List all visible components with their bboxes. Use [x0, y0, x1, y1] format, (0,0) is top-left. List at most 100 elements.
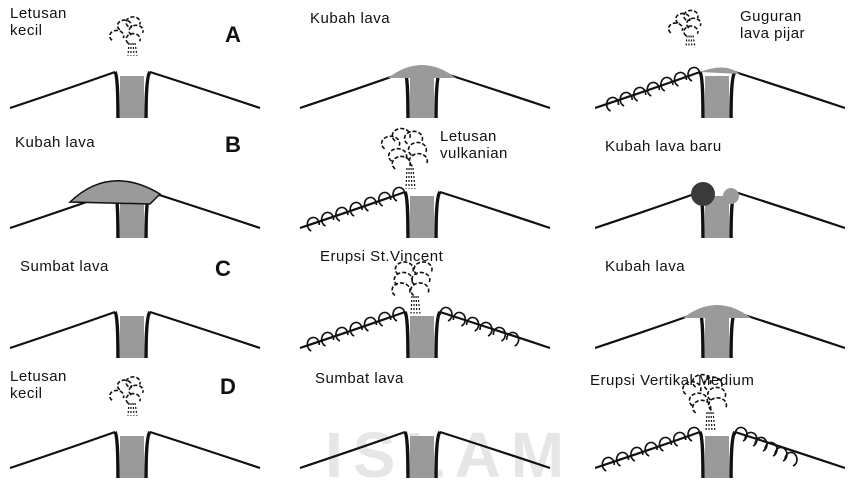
panel-label: Kubah lava [310, 10, 390, 28]
conduit-wall-right [436, 432, 440, 478]
conduit-wall-left [405, 432, 408, 478]
volcano-left-slope [10, 312, 115, 348]
conduit-wall-left [405, 192, 408, 238]
volcano-right-slope [150, 72, 260, 108]
magma-conduit [120, 436, 144, 478]
lava-dome-shape [683, 305, 751, 318]
panel-label: Erupsi Vertikal Medium [590, 372, 754, 390]
lava-dome-shape [388, 65, 456, 78]
magma-conduit [705, 76, 729, 118]
magma-conduit [120, 76, 144, 118]
new-dome-shape [691, 182, 715, 206]
magma-conduit [120, 316, 144, 358]
ash-column [411, 168, 412, 189]
panel-small-eruption [10, 17, 260, 118]
volcano-right-slope [735, 72, 845, 108]
ash-puff [689, 393, 707, 406]
volcano-right-slope [735, 192, 845, 228]
ash-column [128, 43, 129, 56]
row-letter-b: B [225, 132, 241, 158]
volcano-right-slope [735, 432, 845, 468]
conduit-wall-left [115, 72, 118, 118]
volcano-left-slope [10, 432, 115, 468]
conduit-wall-left [115, 432, 118, 478]
conduit-wall-left [405, 312, 408, 358]
conduit-wall-left [405, 72, 408, 118]
panel-label: Guguran [740, 8, 802, 26]
ash-column [411, 296, 412, 314]
volcano-left-slope [595, 432, 700, 468]
pyroclastic-flow [493, 327, 505, 341]
conduit-wall-left [115, 312, 118, 358]
panel-lava-dome [595, 305, 845, 358]
panel-medium-vertical-eruption [595, 375, 845, 478]
ash-puff [392, 156, 410, 169]
panel-large-lava-dome [10, 181, 260, 238]
conduit-wall-right [731, 72, 735, 118]
conduit-wall-right [731, 432, 735, 478]
ash-puff [409, 154, 427, 167]
row-letter-c: C [215, 256, 231, 282]
ash-puff [110, 390, 124, 400]
ash-column [406, 168, 407, 189]
ash-puff [684, 10, 698, 20]
volcano-right-slope [440, 432, 550, 468]
volcano-left-slope [300, 432, 405, 468]
magma-conduit [410, 76, 434, 118]
volcano-left-slope [595, 192, 700, 228]
magma-conduit [410, 436, 434, 478]
panel-label: Letusan [10, 368, 67, 386]
panel-st-vincent-eruption [300, 262, 550, 358]
diagram-canvas [0, 0, 854, 482]
panel-label: Kubah lava baru [605, 138, 722, 156]
panel-glowing-lava-avalanche [595, 10, 845, 118]
old-dome-shape [723, 188, 739, 204]
panel-label: Sumbat lava [315, 370, 404, 388]
ash-column [686, 36, 687, 48]
volcano-right-slope [735, 312, 845, 348]
conduit-wall-right [436, 72, 440, 118]
volcano-right-slope [150, 432, 260, 468]
conduit-wall-left [700, 72, 703, 118]
panel-label: Kubah lava [605, 258, 685, 276]
panel-lava-plug [10, 312, 260, 358]
magma-conduit [410, 196, 434, 238]
magma-conduit [705, 436, 729, 478]
conduit-wall-right [146, 432, 150, 478]
ash-column [693, 36, 695, 48]
panel-vulcanian-eruption [300, 129, 550, 238]
lava-dome-shape [70, 181, 160, 204]
panel-label: Erupsi St.Vincent [320, 248, 443, 266]
ash-puff [408, 142, 426, 155]
conduit-wall-right [146, 312, 150, 358]
volcano-left-slope [300, 192, 405, 228]
volcano-right-slope [150, 192, 260, 228]
conduit-wall-left [700, 312, 703, 358]
ash-puff [126, 34, 140, 44]
pyroclastic-flow [507, 332, 519, 346]
panel-label: Kubah lava [15, 134, 95, 152]
conduit-wall-left [700, 432, 703, 478]
conduit-wall-right [436, 312, 440, 358]
ash-puff [684, 26, 698, 36]
panel-label: Letusan [10, 5, 67, 23]
pyroclastic-flow [785, 452, 797, 466]
ash-column [135, 403, 137, 416]
panel-label: lava pijar [740, 25, 805, 43]
ash-puff [693, 400, 711, 413]
ash-column [711, 412, 712, 431]
ash-column [418, 296, 420, 314]
ash-puff [669, 23, 683, 33]
ash-puff [392, 129, 410, 142]
ash-column [706, 412, 707, 431]
conduit-wall-right [436, 192, 440, 238]
ash-column [416, 296, 417, 314]
magma-conduit [410, 316, 434, 358]
ash-column [133, 43, 134, 56]
panel-new-lava-dome [595, 182, 845, 238]
panel-lava-plug [300, 432, 550, 478]
ash-puff [382, 136, 400, 149]
ash-puff [392, 283, 410, 296]
ash-puff [126, 394, 140, 404]
